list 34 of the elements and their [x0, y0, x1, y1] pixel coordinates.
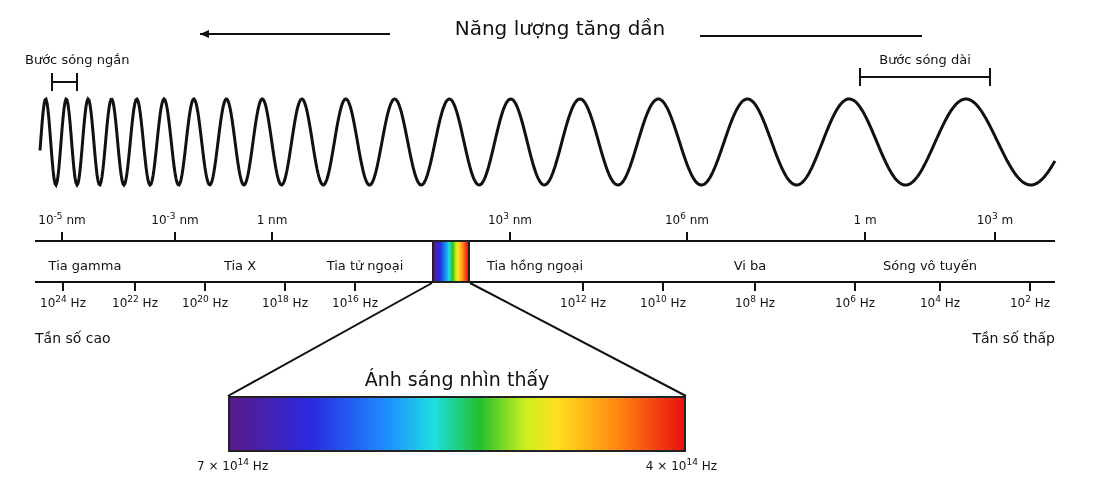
- axis-end-label: Tần số cao: [35, 330, 111, 346]
- wavelength-label: Bước sóng dài: [879, 52, 971, 68]
- band-label: Sóng vô tuyến: [883, 258, 977, 274]
- tick-label: 10$^{2}$ Hz: [1009, 295, 1051, 311]
- tick-label: 10$^{3}$ nm: [487, 212, 533, 228]
- zoom-line: [227, 282, 433, 397]
- tick-label: 10$^{24}$ Hz: [40, 295, 86, 311]
- tick-label: 10$^{18}$ Hz: [262, 295, 308, 311]
- band-label: Vi ba: [733, 258, 767, 274]
- band-label: Tia X: [223, 258, 257, 274]
- tick-label: 10$^{20}$ Hz: [182, 295, 228, 311]
- band-label: Tia tử ngoại: [326, 258, 404, 274]
- tick-label: 10$^{3}$ m: [976, 212, 1014, 228]
- frequency-label: 4 × 10$^{14}$ Hz: [645, 458, 717, 474]
- tick-label: 10$^{16}$ Hz: [332, 295, 378, 311]
- wavelength-label: Bước sóng ngắn: [25, 52, 130, 68]
- tick-label: 10$^{8}$ Hz: [734, 295, 776, 311]
- tick-label: 10$^{-5}$ nm: [38, 212, 86, 228]
- frequency-label: 7 × 10$^{14}$ Hz: [197, 458, 269, 474]
- tick-label: 10$^{12}$ Hz: [560, 295, 606, 311]
- zoom-line: [469, 282, 687, 397]
- tick-label: 10$^{-3}$ nm: [151, 212, 199, 228]
- tick-label: 10$^{10}$ Hz: [640, 295, 686, 311]
- spectrum-strip: [432, 240, 470, 283]
- tick-label: 10$^{4}$ Hz: [919, 295, 961, 311]
- tick-label: 1 nm: [256, 212, 288, 228]
- tick-label: 1 m: [853, 212, 877, 228]
- axis-end-label: Tần số thấp: [972, 330, 1055, 346]
- tick-label: 10$^{22}$ Hz: [112, 295, 158, 311]
- band-label: Tia hồng ngoại: [486, 258, 584, 274]
- tick-label: 10$^{6}$ Hz: [834, 295, 876, 311]
- tick-label: 10$^{6}$ nm: [664, 212, 710, 228]
- heading: Ánh sáng nhìn thấy: [364, 368, 550, 390]
- band-label: Tia gamma: [48, 258, 122, 274]
